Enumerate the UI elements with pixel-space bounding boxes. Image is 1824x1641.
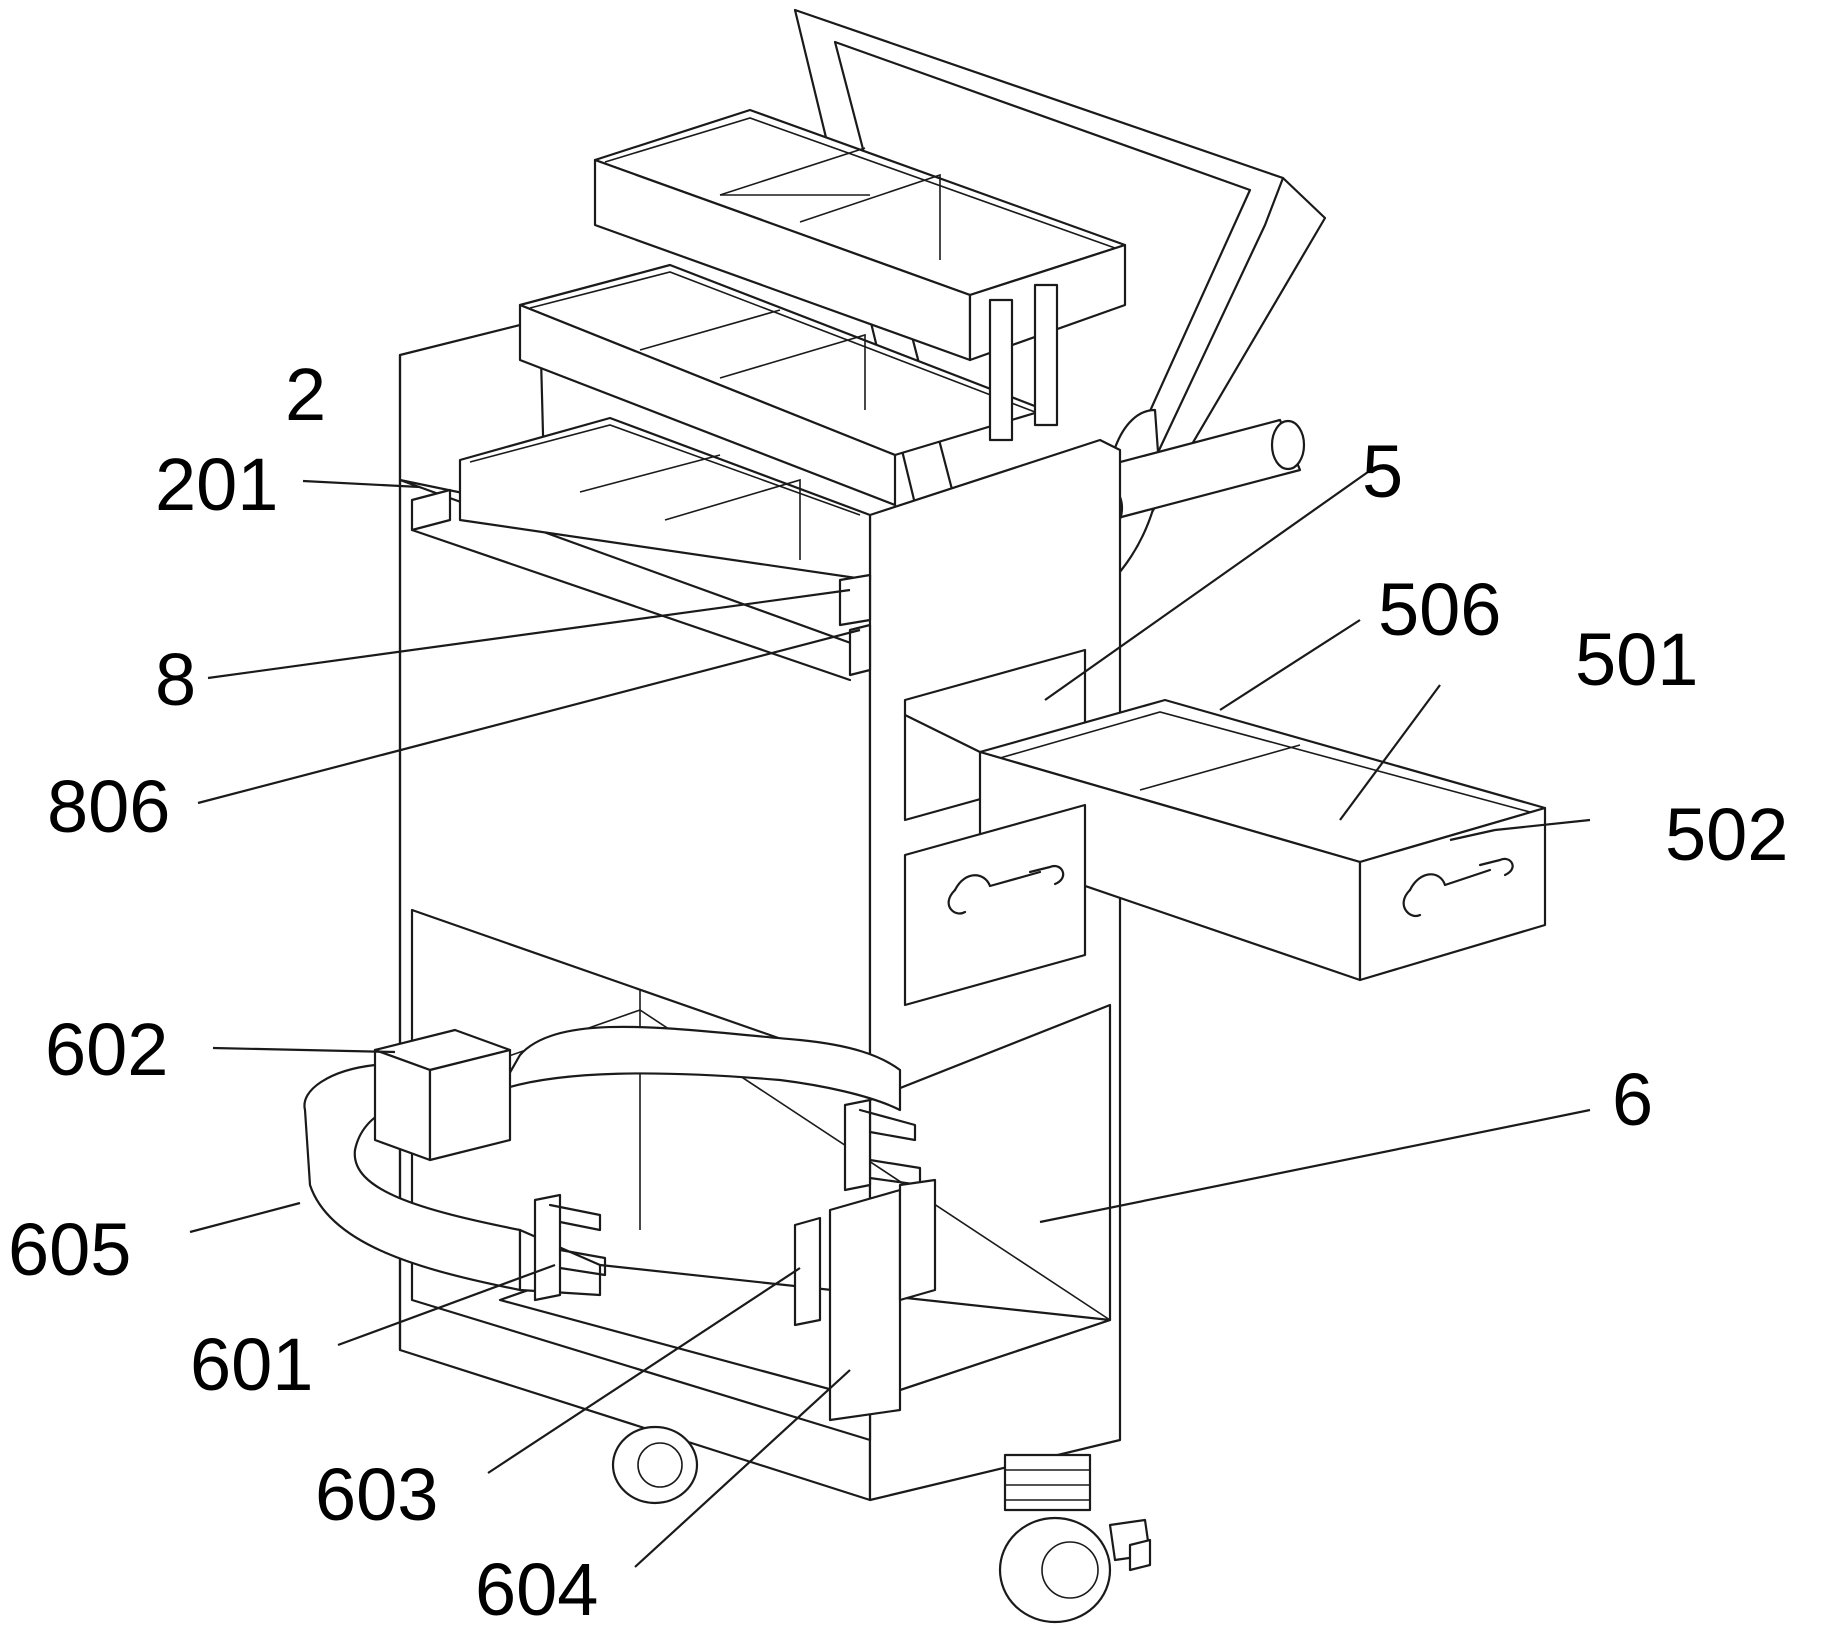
caster-wheel: [998, 1453, 1152, 1624]
clamp-left: [533, 1193, 607, 1302]
small-drawer: [903, 803, 1087, 1007]
reference-labels: 2 201 8 806 5 506 501 502 6 602 605 601 …: [8, 353, 1788, 1631]
label-8: 8: [155, 638, 196, 721]
label-501: 501: [1575, 618, 1698, 701]
label-601: 601: [190, 1323, 313, 1406]
rear-wheel: [611, 1425, 699, 1505]
label-604: 604: [475, 1548, 598, 1631]
label-605: 605: [8, 1208, 131, 1291]
drawer-5: [903, 698, 1547, 982]
clip-plate: [793, 1178, 937, 1422]
slide-rail: [410, 488, 852, 682]
label-6: 6: [1612, 1058, 1653, 1141]
label-201: 201: [155, 443, 278, 526]
buckle-box: [373, 1028, 512, 1162]
clamp-right: [843, 1098, 922, 1192]
leader-lines: [189, 466, 1591, 1568]
label-5: 5: [1362, 430, 1403, 513]
tray-middle: [518, 263, 1047, 507]
label-603: 603: [315, 1453, 438, 1536]
label-502: 502: [1665, 793, 1788, 876]
label-602: 602: [45, 1008, 168, 1091]
label-506: 506: [1378, 568, 1501, 651]
tray-lower: [458, 416, 872, 677]
label-2: 2: [285, 353, 326, 436]
label-806: 806: [47, 765, 170, 848]
uprights: [988, 283, 1059, 442]
